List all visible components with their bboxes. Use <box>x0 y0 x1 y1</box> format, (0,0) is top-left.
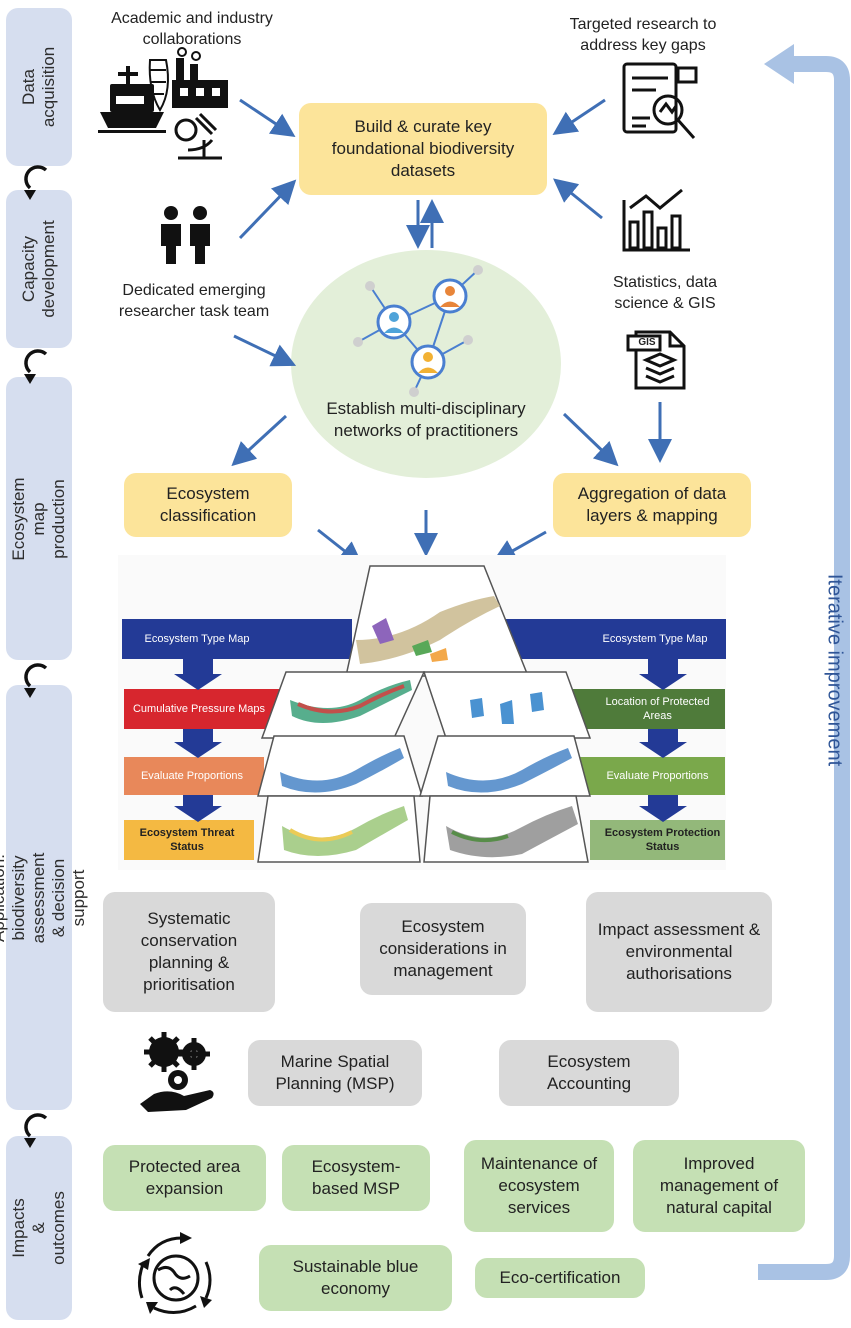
report-analysis-icon <box>622 62 698 139</box>
statistics-label: Statistics, data science & GIS <box>612 274 718 312</box>
gis-icon-text: GIS <box>638 337 656 348</box>
right-band-1: Ecosystem Type Map <box>602 633 708 645</box>
left-band-3: Evaluate Proportions <box>140 770 244 782</box>
foundational-datasets-box: Build & curate key foundational biodiver… <box>299 103 547 195</box>
sustainable-blue-economy-box: Sustainable blue economy <box>259 1245 452 1311</box>
natural-capital-box: Improved management of natural capital <box>633 1140 805 1232</box>
systematic-conservation-box: Systematic conservation planning & prior… <box>103 892 275 1012</box>
fishing-net-icon <box>148 59 169 112</box>
ecosystem-classification-box: Ecosystem classification <box>124 473 292 537</box>
gears-hand-icon <box>140 1032 214 1112</box>
phase-application: Application: biodiversity assessment & d… <box>0 685 88 1110</box>
left-band-4: Ecosystem Threat Status <box>139 827 235 853</box>
left-band-1: Ecosystem Type Map <box>144 633 250 645</box>
researcher-team-label: Dedicated emerging researcher task team <box>118 282 270 320</box>
targeted-research-label: Targeted research to address key gaps <box>569 16 717 54</box>
globe-cycle-icon <box>137 1236 212 1314</box>
marine-spatial-planning-box: Marine Spatial Planning (MSP) <box>248 1040 422 1106</box>
phase-data-acquisition: Data acquisition <box>6 8 72 166</box>
right-band-4: Ecosystem Protection Status <box>604 827 721 853</box>
ecosystem-considerations-box: Ecosystem considerations in management <box>360 903 526 995</box>
cycle-arrow-icon <box>24 165 48 1138</box>
collaborations-label: Academic and industry collaborations <box>111 10 273 48</box>
protected-area-expansion-box: Protected area expansion <box>103 1145 266 1211</box>
bar-chart-icon <box>622 188 690 252</box>
gis-file-icon <box>626 330 686 390</box>
ship-icon <box>98 66 166 133</box>
networks-label: Establish multi-disciplinary networks of… <box>326 399 526 440</box>
ecosystem-accounting-box: Ecosystem Accounting <box>499 1040 679 1106</box>
aggregation-mapping-box: Aggregation of data layers & mapping <box>553 473 751 537</box>
impact-assessment-box: Impact assessment & environmental author… <box>586 892 772 1012</box>
researchers-icon <box>161 206 210 264</box>
right-band-3: Evaluate Proportions <box>606 770 709 782</box>
ecosystem-services-box: Maintenance of ecosystem services <box>464 1140 614 1232</box>
right-band-2: Location of Protected Areas <box>605 696 710 722</box>
phase-ecosystem-map-production: Ecosystem map production <box>6 377 72 660</box>
phase-capacity-development: Capacity development <box>6 190 72 348</box>
eco-certification-box: Eco-certification <box>475 1258 645 1298</box>
ecosystem-based-msp-box: Ecosystem-based MSP <box>282 1145 430 1211</box>
factory-icon <box>172 47 228 108</box>
left-band-2: Cumulative Pressure Maps <box>132 703 266 715</box>
phase-impacts: Impacts & outcomes <box>6 1136 72 1320</box>
microscope-icon <box>174 112 222 160</box>
